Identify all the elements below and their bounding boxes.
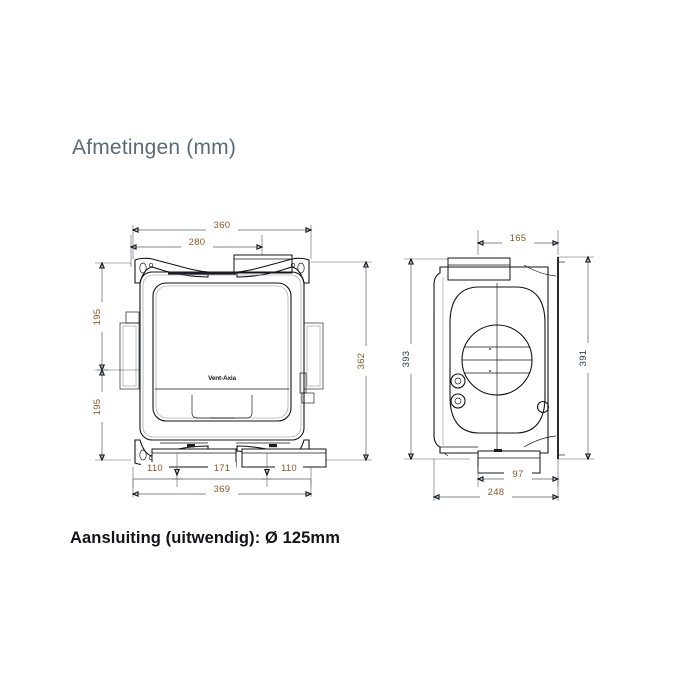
front-elevation-group: 360 280 bbox=[92, 219, 372, 498]
dim-label-110-right: 110 bbox=[281, 463, 297, 474]
dim-393: 393 bbox=[401, 257, 470, 461]
side-casing-outline bbox=[433, 266, 549, 454]
side-elevation-group: 165 393 bbox=[401, 230, 594, 501]
dim-label-391: 391 bbox=[578, 350, 589, 367]
right-side-port bbox=[299, 322, 324, 404]
dim-label-110-left: 110 bbox=[147, 463, 163, 474]
left-side-port bbox=[119, 311, 140, 390]
front-access-panel bbox=[152, 282, 292, 422]
top-edge-strip bbox=[168, 272, 236, 275]
connection-caption: Aansluiting (uitwendig): Ø 125mm bbox=[70, 529, 340, 547]
dim-360: 360 bbox=[131, 219, 313, 259]
dim-label-360: 360 bbox=[214, 220, 231, 231]
front-access-panel-inner bbox=[155, 285, 289, 419]
drawings-container: 360 280 bbox=[0, 195, 685, 515]
dim-label-165: 165 bbox=[510, 233, 527, 244]
side-unit-body bbox=[433, 257, 565, 474]
page-title: Afmetingen (mm) bbox=[72, 136, 237, 159]
unit-outer-casing-inner bbox=[142, 274, 302, 438]
brand-logo: Vent-Axia bbox=[208, 375, 236, 382]
technical-drawings-svg: 360 280 bbox=[92, 219, 594, 501]
bracket-slot-bl bbox=[139, 449, 147, 461]
dim-label-195-lower: 195 bbox=[92, 399, 103, 416]
dim-391: 391 bbox=[558, 255, 594, 461]
dim-label-362: 362 bbox=[356, 353, 367, 370]
dim-label-171: 171 bbox=[214, 463, 231, 474]
dim-165: 165 bbox=[476, 230, 560, 255]
dim-280: 280 bbox=[129, 235, 264, 273]
front-unit-body: Vent-Axia bbox=[119, 254, 327, 468]
top-duct-spigot bbox=[233, 254, 293, 274]
dim-362: 362 bbox=[311, 260, 372, 462]
unit-outer-casing bbox=[139, 271, 305, 441]
dim-label-393: 393 bbox=[401, 351, 412, 368]
fascia-grip-recess bbox=[191, 395, 253, 419]
dim-label-369: 369 bbox=[214, 484, 231, 495]
dim-label-248: 248 bbox=[488, 487, 505, 498]
bracket-slot-tl bbox=[139, 262, 147, 274]
dim-label-195-upper: 195 bbox=[92, 309, 103, 326]
dim-97: 97 bbox=[476, 459, 560, 487]
side-top-spigot bbox=[447, 257, 511, 281]
dim-369: 369 bbox=[131, 479, 313, 498]
lower-right-port bbox=[536, 400, 550, 414]
dim-195-lower: 195 bbox=[92, 368, 131, 462]
cable-glands bbox=[450, 373, 466, 409]
bracket-slot-tr bbox=[297, 262, 305, 274]
dim-248: 248 bbox=[432, 459, 560, 501]
bracket-hole-tl bbox=[148, 262, 154, 268]
dim-bottom-segments: 110 171 110 bbox=[132, 453, 312, 487]
dim-195-upper: 195 bbox=[92, 261, 140, 372]
side-inner-cover bbox=[449, 286, 546, 434]
dim-label-97: 97 bbox=[512, 469, 523, 480]
bracket-hole-tr bbox=[290, 262, 296, 268]
dim-label-280: 280 bbox=[189, 237, 206, 248]
